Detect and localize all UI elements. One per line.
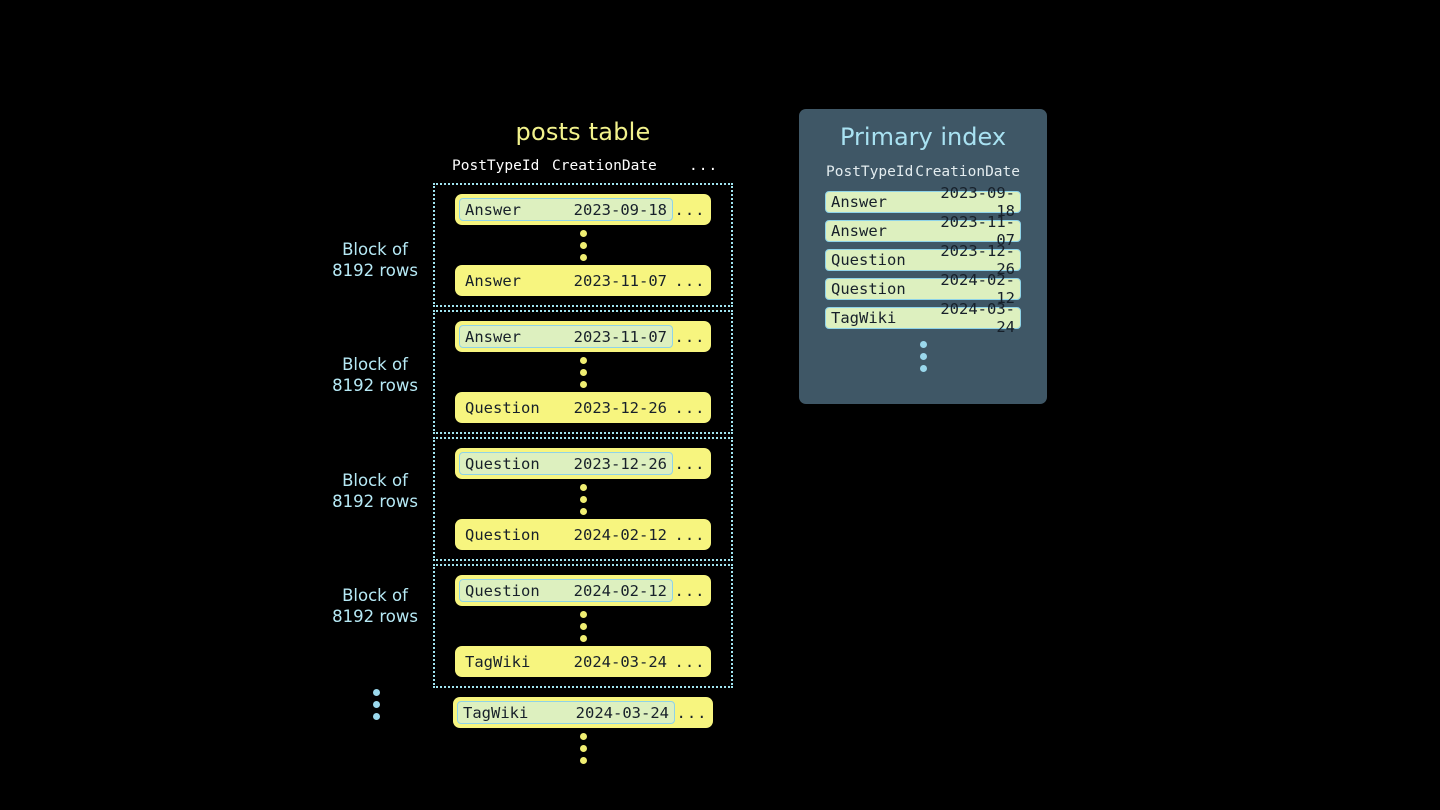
column-header-more: ... bbox=[689, 158, 719, 174]
row-creation-date: 2023-12-26 bbox=[573, 454, 667, 473]
row-ellipsis-dots bbox=[435, 606, 731, 646]
blocks-continuation-dots bbox=[360, 682, 392, 726]
index-row[interactable]: Question 2023-12-26 bbox=[825, 242, 1021, 278]
index-column-header-creationdate: CreationDate bbox=[915, 164, 1020, 180]
row-key-cell: Answer 2023-11-07 bbox=[459, 325, 673, 348]
index-row-creation-date: 2023-09-18 bbox=[940, 184, 1015, 220]
table-block: Question 2023-12-26 ... Question 2024-02… bbox=[433, 437, 733, 561]
row-creation-date: 2024-02-12 bbox=[573, 581, 667, 600]
row-ellipsis-dots bbox=[435, 352, 731, 392]
block-label-line1: Block of bbox=[342, 240, 408, 259]
primary-index-column-headers: PostTypeId CreationDate bbox=[799, 164, 1047, 180]
block-label-line1: Block of bbox=[342, 586, 408, 605]
index-row-creation-date: 2023-11-07 bbox=[940, 213, 1015, 249]
index-continuation-dots bbox=[799, 336, 1047, 376]
index-row-creation-date: 2024-03-24 bbox=[940, 300, 1015, 336]
row-ellipsis-dots bbox=[435, 225, 731, 265]
posts-table-title: posts table bbox=[515, 118, 651, 146]
index-row[interactable]: Answer 2023-11-07 bbox=[825, 213, 1021, 249]
row-more-ellipsis: ... bbox=[674, 652, 706, 671]
block-label: Block of 8192 rows bbox=[300, 585, 450, 627]
table-block: Question 2024-02-12 ... TagWiki 2024-03-… bbox=[433, 564, 733, 688]
row-post-type: Question bbox=[465, 581, 540, 600]
index-row-creation-date: 2023-12-26 bbox=[940, 242, 1015, 278]
table-row[interactable]: Question 2023-12-26 ... bbox=[455, 392, 711, 423]
row-creation-date: 2023-11-07 bbox=[573, 271, 667, 290]
row-key-cell: Question 2024-02-12 bbox=[459, 523, 673, 546]
primary-index-title: Primary index bbox=[839, 123, 1007, 151]
row-key-cell: Answer 2023-11-07 bbox=[459, 269, 673, 292]
row-more-ellipsis: ... bbox=[674, 200, 706, 219]
row-post-type: TagWiki bbox=[465, 652, 531, 671]
table-row[interactable]: Question 2024-02-12 ... bbox=[455, 519, 711, 550]
table-row[interactable]: Answer 2023-11-07 ... bbox=[455, 321, 711, 352]
row-post-type: Answer bbox=[465, 327, 521, 346]
row-creation-date: 2024-03-24 bbox=[573, 652, 667, 671]
block-label: Block of 8192 rows bbox=[300, 470, 450, 512]
row-key-cell: Question 2023-12-26 bbox=[459, 396, 673, 419]
block-label: Block of 8192 rows bbox=[300, 239, 450, 281]
index-row[interactable]: Answer 2023-09-18 bbox=[825, 184, 1021, 220]
index-row-post-type: TagWiki bbox=[831, 309, 897, 327]
index-row[interactable]: Question 2024-02-12 bbox=[825, 271, 1021, 307]
row-more-ellipsis: ... bbox=[674, 398, 706, 417]
block-label-line2: 8192 rows bbox=[332, 607, 418, 626]
block-label-line2: 8192 rows bbox=[332, 492, 418, 511]
row-key-cell: TagWiki 2024-03-24 bbox=[459, 650, 673, 673]
block-label-line2: 8192 rows bbox=[332, 376, 418, 395]
table-row[interactable]: Question 2024-02-12 ... bbox=[455, 575, 711, 606]
block-label: Block of 8192 rows bbox=[300, 354, 450, 396]
row-post-type: Question bbox=[465, 398, 540, 417]
row-more-ellipsis: ... bbox=[674, 581, 706, 600]
primary-index-panel: Primary index PostTypeId CreationDate An… bbox=[799, 109, 1047, 404]
column-header-posttypeid: PostTypeId bbox=[452, 158, 540, 174]
posts-table-diagram: posts table PostTypeId CreationDate ... … bbox=[433, 118, 733, 768]
table-row[interactable]: Answer 2023-09-18 ... bbox=[455, 194, 711, 225]
row-key-cell: Answer 2023-09-18 bbox=[459, 198, 673, 221]
row-post-type: Question bbox=[465, 454, 540, 473]
block-label-line1: Block of bbox=[342, 471, 408, 490]
row-post-type: TagWiki bbox=[463, 703, 529, 722]
index-row-post-type: Question bbox=[831, 251, 906, 269]
index-row-post-type: Question bbox=[831, 280, 906, 298]
row-post-type: Answer bbox=[465, 271, 521, 290]
row-more-ellipsis: ... bbox=[674, 327, 706, 346]
row-ellipsis-dots bbox=[435, 479, 731, 519]
index-row-post-type: Answer bbox=[831, 193, 887, 211]
row-creation-date: 2023-12-26 bbox=[573, 398, 667, 417]
row-key-cell: TagWiki 2024-03-24 bbox=[457, 701, 675, 724]
row-post-type: Answer bbox=[465, 200, 521, 219]
column-header-creationdate: CreationDate bbox=[552, 158, 657, 174]
row-more-ellipsis: ... bbox=[674, 271, 706, 290]
row-creation-date: 2024-02-12 bbox=[573, 525, 667, 544]
index-row-post-type: Answer bbox=[831, 222, 887, 240]
row-more-ellipsis: ... bbox=[676, 703, 708, 722]
row-creation-date: 2023-11-07 bbox=[573, 327, 667, 346]
index-column-header-posttypeid: PostTypeId bbox=[826, 164, 914, 180]
table-row[interactable]: TagWiki 2024-03-24 ... bbox=[453, 697, 713, 728]
index-row[interactable]: TagWiki 2024-03-24 bbox=[825, 300, 1021, 336]
row-key-cell: Question 2023-12-26 bbox=[459, 452, 673, 475]
table-bottom-ellipsis-dots bbox=[433, 728, 733, 768]
table-row[interactable]: Answer 2023-11-07 ... bbox=[455, 265, 711, 296]
table-row[interactable]: TagWiki 2024-03-24 ... bbox=[455, 646, 711, 677]
row-more-ellipsis: ... bbox=[674, 454, 706, 473]
row-creation-date: 2024-03-24 bbox=[575, 703, 669, 722]
table-block: Answer 2023-09-18 ... Answer 2023-11-07 … bbox=[433, 183, 733, 307]
posts-table-column-headers: PostTypeId CreationDate ... bbox=[433, 158, 733, 174]
row-more-ellipsis: ... bbox=[674, 525, 706, 544]
row-post-type: Question bbox=[465, 525, 540, 544]
block-label-line2: 8192 rows bbox=[332, 261, 418, 280]
index-row-creation-date: 2024-02-12 bbox=[940, 271, 1015, 307]
block-label-line1: Block of bbox=[342, 355, 408, 374]
table-block: Answer 2023-11-07 ... Question 2023-12-2… bbox=[433, 310, 733, 434]
row-key-cell: Question 2024-02-12 bbox=[459, 579, 673, 602]
table-row[interactable]: Question 2023-12-26 ... bbox=[455, 448, 711, 479]
row-creation-date: 2023-09-18 bbox=[573, 200, 667, 219]
